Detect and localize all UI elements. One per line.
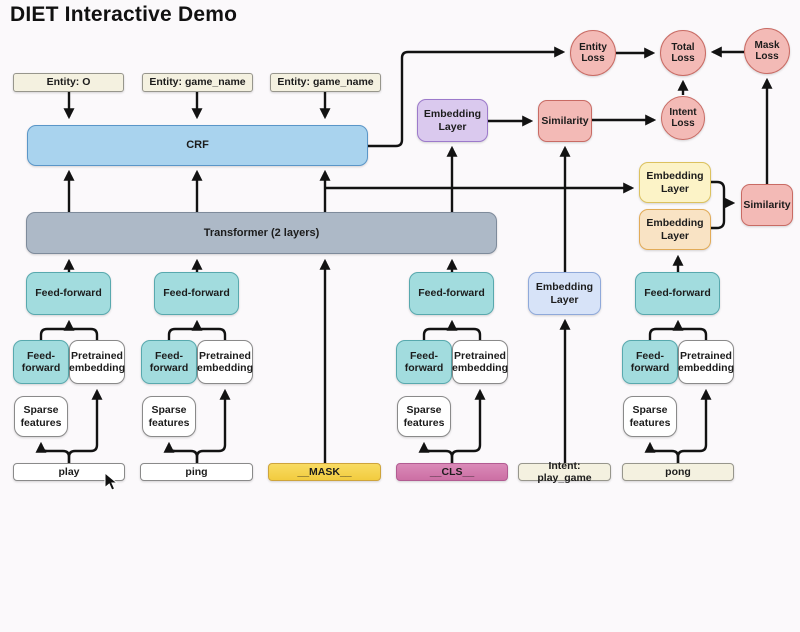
wire-merge (422, 327, 452, 340)
feed-forward-node-ping[interactable]: Feed-forward (154, 272, 239, 315)
pretrained-embedding-pong[interactable]: Pretrained embedding (678, 340, 734, 384)
token-play[interactable]: play (13, 463, 125, 481)
embedding-layer-mask[interactable]: Embedding Layer (639, 162, 711, 203)
pretrained-embedding-cls[interactable]: Pretrained embedding (452, 340, 508, 384)
arrow-crf-to-entity-loss (368, 46, 566, 148)
wire-split (644, 441, 680, 463)
wire-split (676, 388, 712, 463)
entity-label-game-name-2[interactable]: Entity: game_name (270, 73, 381, 92)
wire-yellow-bracket (711, 180, 726, 203)
wire-merge (452, 327, 482, 340)
entity-label-o[interactable]: Entity: O (13, 73, 124, 92)
sparse-features-cls[interactable]: Sparse features (397, 396, 451, 437)
token-mask[interactable]: __MASK__ (268, 463, 381, 481)
transformer-node[interactable]: Transformer (2 layers) (26, 212, 497, 254)
wire-merge (648, 327, 678, 340)
small-feed-forward-pong[interactable]: Feed-forward (622, 340, 678, 384)
small-feed-forward-cls[interactable]: Feed-forward (396, 340, 452, 384)
embedding-layer-pong[interactable]: Embedding Layer (639, 209, 711, 250)
wire-merge (39, 327, 69, 340)
wire-split (35, 441, 71, 463)
wire-split (450, 388, 486, 463)
entity-label-game-name-1[interactable]: Entity: game_name (142, 73, 253, 92)
feed-forward-node-pong[interactable]: Feed-forward (635, 272, 720, 315)
pretrained-embedding-ping[interactable]: Pretrained embedding (197, 340, 253, 384)
token-ping[interactable]: ping (140, 463, 253, 481)
wire-merge (197, 327, 227, 340)
embedding-layer-intent[interactable]: Embedding Layer (528, 272, 601, 315)
wire-orange-bracket (711, 203, 726, 230)
small-feed-forward-ping[interactable]: Feed-forward (141, 340, 197, 384)
embedding-layer-cls[interactable]: Embedding Layer (417, 99, 488, 142)
sparse-features-play[interactable]: Sparse features (14, 396, 68, 437)
similarity-intent[interactable]: Similarity (538, 100, 592, 142)
sparse-features-pong[interactable]: Sparse features (623, 396, 677, 437)
wire-split (418, 441, 454, 463)
feed-forward-node-cls[interactable]: Feed-forward (409, 272, 494, 315)
wire-merge (678, 327, 708, 340)
intent-loss-node[interactable]: Intent Loss (661, 96, 705, 140)
token-pong[interactable]: pong (622, 463, 734, 481)
feed-forward-node-play[interactable]: Feed-forward (26, 272, 111, 315)
token-cls[interactable]: __CLS__ (396, 463, 508, 481)
crf-node[interactable]: CRF (27, 125, 368, 166)
similarity-mask[interactable]: Similarity (741, 184, 793, 226)
wire-merge (167, 327, 197, 340)
wire-split (195, 388, 231, 463)
pretrained-embedding-play[interactable]: Pretrained embedding (69, 340, 125, 384)
token-intent-play-game[interactable]: Intent: play_game (518, 460, 611, 484)
wire-split (67, 388, 103, 463)
mask-loss-node[interactable]: Mask Loss (744, 28, 790, 74)
page-title: DIET Interactive Demo (10, 3, 238, 26)
mouse-cursor-icon (104, 472, 119, 491)
wire-merge (69, 327, 99, 340)
entity-loss-node[interactable]: Entity Loss (570, 30, 616, 76)
total-loss-node[interactable]: Total Loss (660, 30, 706, 76)
small-feed-forward-play[interactable]: Feed-forward (13, 340, 69, 384)
wire-split (163, 441, 199, 463)
sparse-features-ping[interactable]: Sparse features (142, 396, 196, 437)
